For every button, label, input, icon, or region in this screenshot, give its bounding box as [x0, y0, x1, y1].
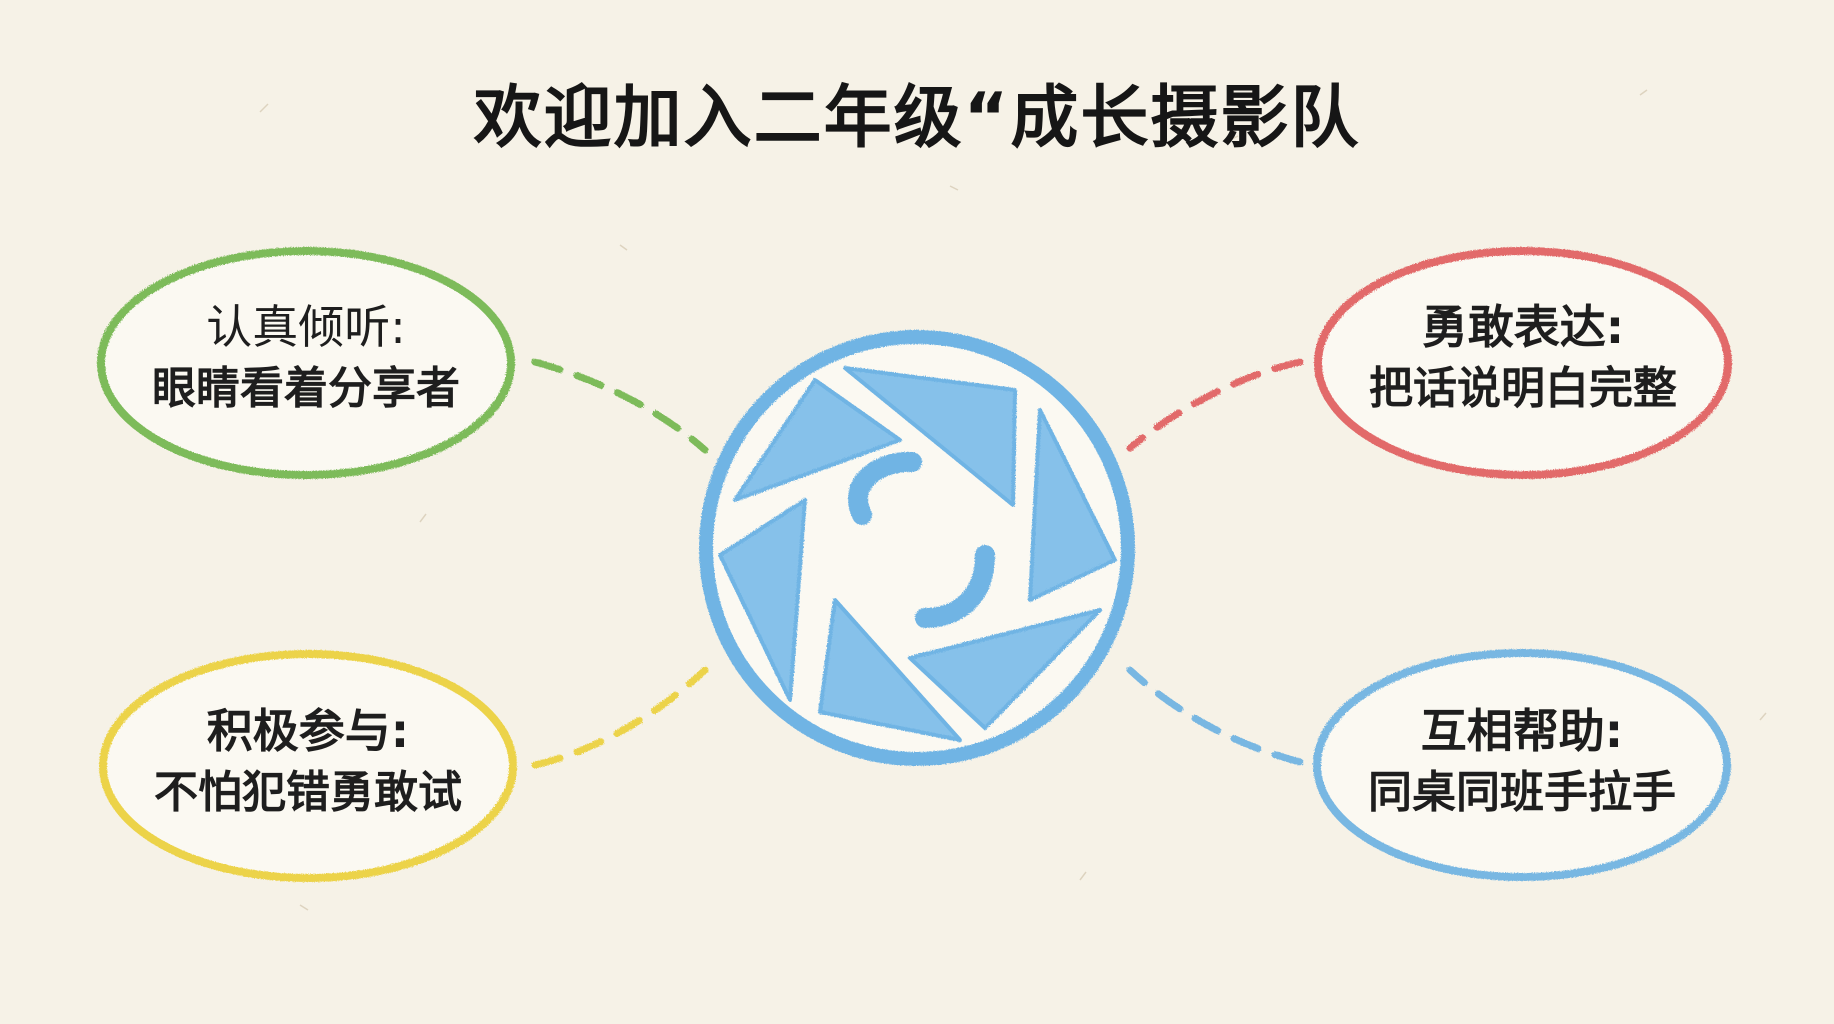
connector-help [1126, 666, 1304, 766]
bubble-help [1313, 649, 1731, 881]
connector-express [1126, 358, 1304, 452]
page-title: 欢迎加入二年级“成长摄影队 [473, 79, 1361, 158]
bubble-help-detail: 同桌同班手拉手 [1368, 767, 1676, 818]
bubble-participate-text: 积极参与: 不怕犯错勇敢试 [118, 700, 498, 824]
bubble-participate [99, 650, 517, 882]
connector-listen [531, 358, 709, 454]
bubble-participate-heading: 积极参与: [206, 704, 410, 758]
camera-aperture-icon [699, 330, 1135, 766]
bubble-listen [97, 247, 515, 479]
bubble-listen-text: 认真倾听: 眼睛看着分享者 [116, 296, 496, 420]
bubble-express-text: 勇敢表达: 把话说明白完整 [1333, 296, 1713, 420]
bubble-express-heading: 勇敢表达: [1421, 300, 1625, 354]
bubble-listen-detail: 眼睛看着分享者 [152, 363, 460, 414]
connector-participate [531, 666, 709, 769]
bubble-help-text: 互相帮助: 同桌同班手拉手 [1332, 700, 1712, 824]
bubble-help-heading: 互相帮助: [1420, 704, 1624, 758]
bubble-express [1314, 247, 1732, 479]
bubble-express-detail: 把话说明白完整 [1369, 363, 1677, 414]
bubble-listen-heading: 认真倾听: [206, 300, 406, 354]
bubble-participate-detail: 不怕犯错勇敢试 [154, 767, 462, 818]
